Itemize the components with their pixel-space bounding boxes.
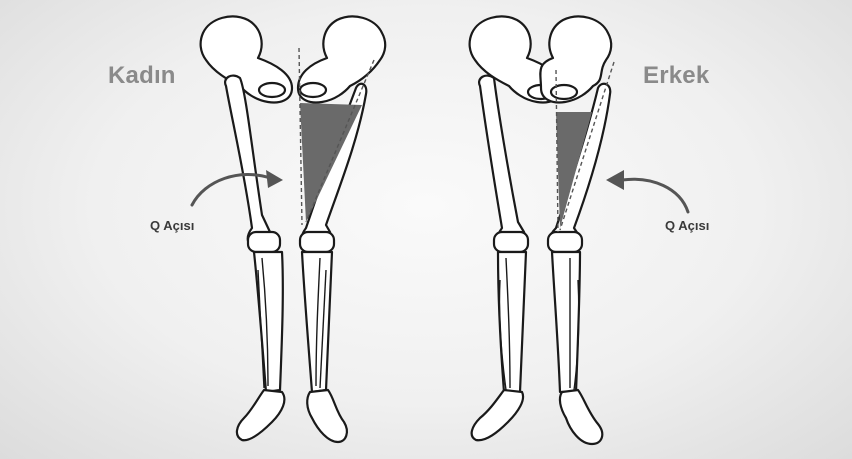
- q-angle-label-female: Q Açısı: [150, 218, 194, 233]
- female-skeleton: [192, 16, 385, 442]
- arrow-right: [622, 179, 688, 212]
- female-title: Kadın: [108, 62, 176, 90]
- q-angle-label-male: Q Açısı: [665, 218, 709, 233]
- male-title: Erkek: [643, 62, 709, 90]
